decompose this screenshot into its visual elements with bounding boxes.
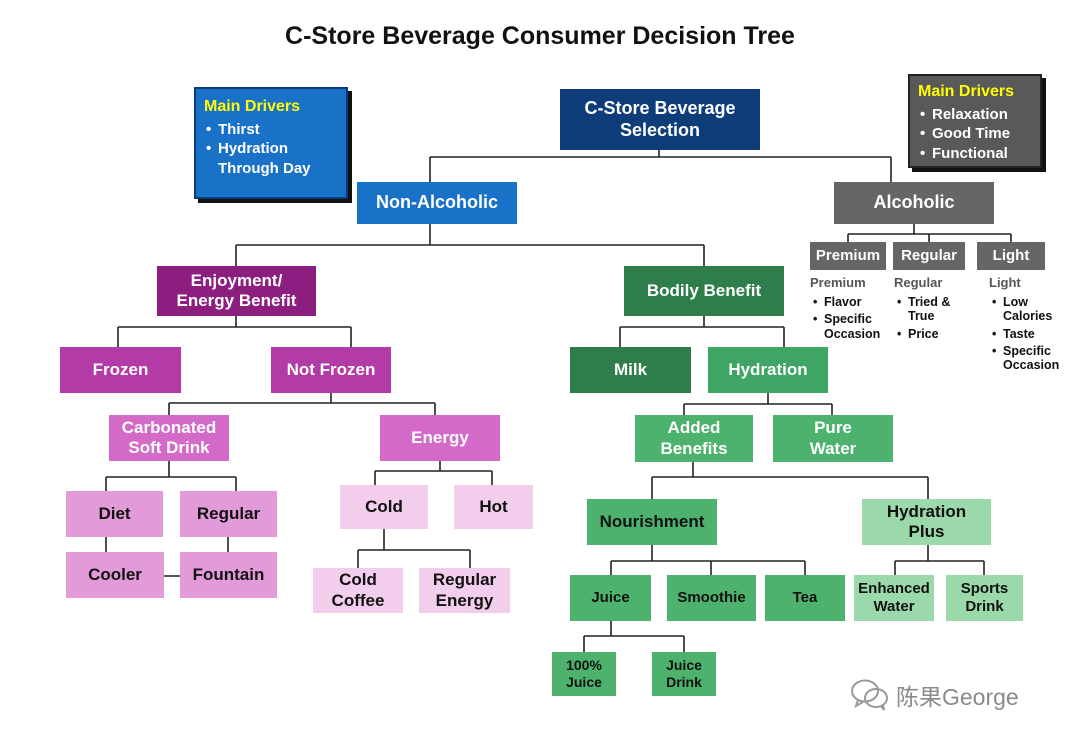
node-sports-drink: Sports Drink — [946, 575, 1023, 621]
node-hydration: Hydration — [708, 347, 828, 393]
node-not-frozen: Not Frozen — [271, 347, 391, 393]
details-heading: Light — [989, 275, 1021, 290]
node-milk: Milk — [570, 347, 691, 393]
node-cold-coffee: Cold Coffee — [313, 568, 403, 613]
node-carbonated-soft-drink: Carbonated Soft Drink — [109, 415, 229, 461]
node-enjoyment-energy: Enjoyment/ Energy Benefit — [157, 266, 316, 316]
node-tea: Tea — [765, 575, 845, 621]
details-item: Price — [897, 327, 970, 342]
node-alcoholic: Alcoholic — [834, 182, 994, 224]
node-frozen: Frozen — [60, 347, 181, 393]
node-cold: Cold — [340, 485, 428, 529]
node-regular-energy: Regular Energy — [419, 568, 510, 613]
node-juice-drink: Juice Drink — [652, 652, 716, 696]
details-heading: Regular — [894, 275, 943, 290]
driver-item: Relaxation — [920, 105, 1032, 125]
details-heading: Premium — [810, 275, 866, 290]
drivers-heading: Main Drivers — [918, 83, 1015, 100]
node-hot: Hot — [454, 485, 533, 529]
node-100-juice: 100% Juice — [552, 652, 616, 696]
diagram-title: C-Store Beverage Consumer Decision Tree — [285, 22, 795, 50]
drivers-left-box: Main Drivers Thirst Hydration Through Da… — [194, 87, 348, 199]
details-item: Flavor — [813, 295, 894, 310]
regular-details: Regular Tried & True Price — [894, 275, 970, 344]
node-juice: Juice — [570, 575, 651, 621]
light-details: Light Low Calories Taste Specific Occasi… — [989, 275, 1069, 376]
drivers-heading: Main Drivers — [204, 98, 301, 115]
details-item: Specific Occasion — [813, 312, 894, 341]
node-non-alcoholic: Non-Alcoholic — [357, 182, 517, 224]
node-premium: Premium — [810, 242, 886, 270]
node-fountain: Fountain — [180, 552, 277, 598]
node-nourishment: Nourishment — [587, 499, 717, 545]
driver-item: Hydration Through Day — [206, 139, 338, 178]
details-item: Low Calories — [992, 295, 1069, 324]
node-bodily-benefit: Bodily Benefit — [624, 266, 784, 316]
premium-details: Premium Flavor Specific Occasion — [810, 275, 894, 344]
details-item: Specific Occasion — [992, 344, 1069, 373]
watermark: 陈果George — [850, 678, 1019, 712]
node-smoothie: Smoothie — [667, 575, 756, 621]
node-regular-csd: Regular — [180, 491, 277, 537]
node-diet: Diet — [66, 491, 163, 537]
details-item: Tried & True — [897, 295, 970, 324]
wechat-icon — [851, 679, 888, 711]
node-energy: Energy — [380, 415, 500, 461]
details-item: Taste — [992, 327, 1069, 342]
node-pure-water: Pure Water — [773, 415, 893, 462]
node-added-benefits: Added Benefits — [635, 415, 753, 462]
node-regular-alcoholic: Regular — [893, 242, 965, 270]
drivers-right-box: Main Drivers Relaxation Good Time Functi… — [908, 74, 1042, 168]
driver-item: Good Time — [920, 124, 1032, 144]
node-cooler: Cooler — [66, 552, 164, 598]
node-enhanced-water: Enhanced Water — [854, 575, 934, 621]
watermark-text: 陈果George — [896, 684, 1019, 710]
node-root: C-Store Beverage Selection — [560, 89, 760, 150]
driver-item: Functional — [920, 144, 1032, 164]
driver-item: Thirst — [206, 120, 338, 140]
node-hydration-plus: Hydration Plus — [862, 499, 991, 545]
node-light: Light — [977, 242, 1045, 270]
